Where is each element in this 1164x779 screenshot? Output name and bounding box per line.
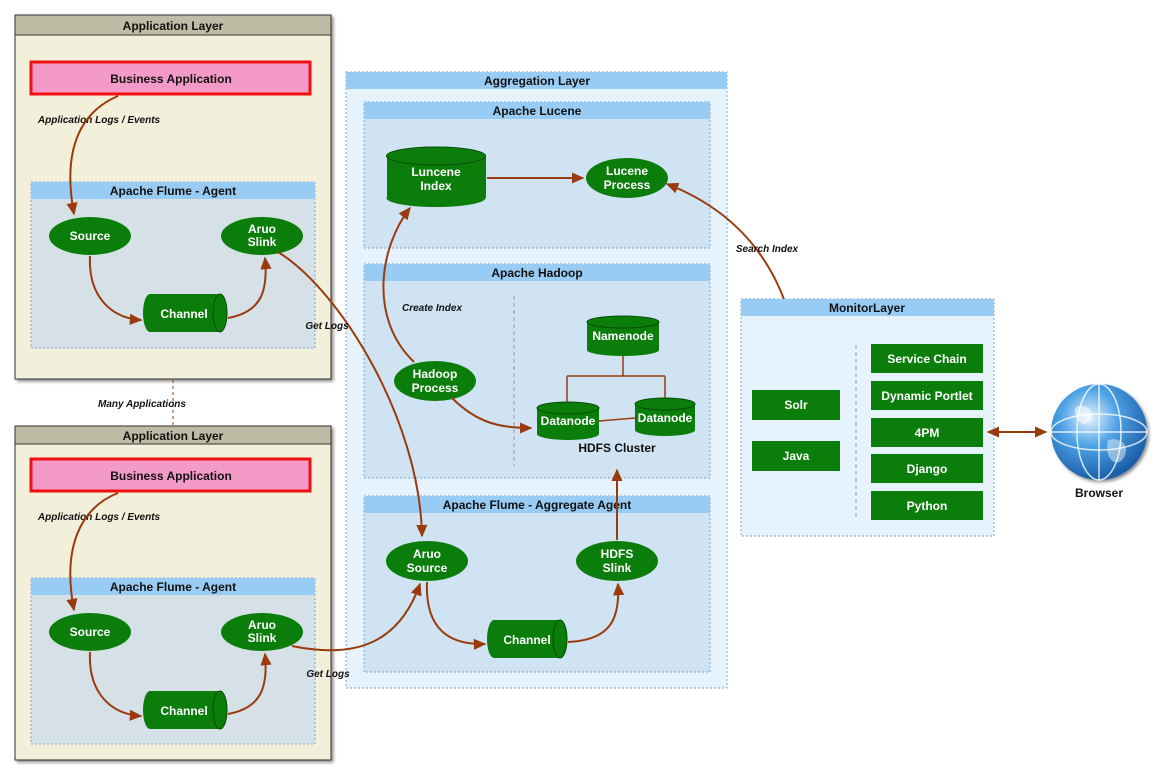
browser-globe-icon (1050, 383, 1148, 481)
stack-label-4pm: 4PM (915, 426, 940, 440)
sink-label-line1: Aruo (248, 222, 276, 236)
flume-agent-title: Apache Flume - Agent (110, 184, 236, 198)
aggregate-source-label-line1: Aruo (413, 547, 441, 561)
source-node (49, 613, 131, 651)
stack-box-django (871, 454, 983, 483)
flume-aggregate-header (364, 496, 710, 513)
flume-agent-title: Apache Flume - Agent (110, 580, 236, 594)
hdfs-sink-node (576, 541, 658, 581)
channel-node (143, 690, 228, 730)
datanode-right-label: Datanode (638, 411, 693, 425)
aggregate-source-label-line2: Source (407, 561, 448, 575)
stack-label-dynamic-portlet: Dynamic Portlet (881, 389, 972, 403)
lucene-process-label-line2: Process (604, 178, 651, 192)
create-index-label: Create Index (402, 303, 462, 314)
stack-label-python: Python (907, 499, 948, 513)
get-logs-bottom-label: Get Logs (306, 669, 350, 680)
hdfs-cluster-links (566, 356, 666, 422)
java-box (752, 441, 840, 471)
solr-label: Solr (784, 398, 808, 412)
aggregate-source-node (386, 541, 468, 581)
datanode-left-label: Datanode (541, 414, 596, 428)
arrow-business-to-source (66, 95, 119, 216)
monitor-layer: MonitorLayer Solr Java Service Chain Dyn… (740, 298, 995, 537)
stack-label-service-chain: Service Chain (887, 352, 966, 366)
sink-label-line2: Slink (248, 631, 277, 645)
arrow-get-logs-bottom (291, 582, 422, 652)
stack-box-dynamic-portlet (871, 381, 983, 410)
stack-box-4pm (871, 418, 983, 447)
app-layer-top-title: Application Layer (123, 19, 224, 33)
lucene-header (364, 102, 710, 119)
hdfs-sink-label-line1: HDFS (601, 547, 634, 561)
arrow-hadoop-to-datanode (451, 397, 533, 434)
stack-box-service-chain (871, 344, 983, 373)
app-layer-top: Application Layer Business Application A… (14, 14, 332, 380)
monitor-layer-title: MonitorLayer (829, 301, 905, 315)
channel-label: Channel (160, 307, 207, 321)
arrow-channel-to-sink (227, 256, 272, 319)
stack-box-python (871, 491, 983, 520)
flume-agent-header (31, 578, 315, 595)
arrow-source-to-channel (88, 651, 143, 721)
app-layer-bottom: Application Layer Business Application A… (14, 425, 332, 761)
business-application-box (29, 60, 312, 96)
flume-aggregate-title: Apache Flume - Aggregate Agent (443, 498, 631, 512)
hadoop-title: Apache Hadoop (491, 266, 582, 280)
arrow-get-logs-top (277, 251, 428, 538)
sink-node (221, 217, 303, 255)
java-label: Java (783, 449, 810, 463)
channel-node (143, 293, 228, 333)
hdfs-sink-label-line2: Slink (603, 561, 632, 575)
namenode-label: Namenode (592, 329, 654, 343)
source-label: Source (70, 625, 111, 639)
lucene-index-label-line1: Luncene (411, 165, 461, 179)
datanode-left-node (536, 401, 600, 440)
sink-label-line1: Aruo (248, 618, 276, 632)
source-node (49, 217, 131, 255)
lucene-process-node (586, 158, 668, 198)
sink-node (221, 613, 303, 651)
aggregation-layer: Aggregation Layer Apache Lucene Luncene … (345, 71, 728, 689)
logs-label: Application Logs / Events (37, 115, 161, 126)
hdfs-cluster-label: HDFS Cluster (578, 441, 656, 455)
aggregation-layer-title: Aggregation Layer (484, 74, 590, 88)
business-application-label: Business Application (110, 72, 232, 86)
lucene-index-label-line2: Index (420, 179, 452, 193)
channel-label: Channel (160, 704, 207, 718)
arrow-agg-source-to-channel (425, 581, 487, 650)
arrow-source-to-channel (88, 255, 143, 325)
source-label: Source (70, 229, 111, 243)
search-index-label: Search Index (736, 244, 799, 255)
app-layer-bottom-title: Application Layer (123, 429, 224, 443)
aggregate-channel-node (487, 619, 568, 659)
business-application-label: Business Application (110, 469, 232, 483)
business-application-box (29, 457, 312, 493)
hadoop-header (364, 264, 710, 281)
hadoop-process-node (394, 361, 476, 401)
aggregate-channel-label: Channel (503, 633, 550, 647)
arrow-business-to-source (66, 492, 119, 612)
datanode-right-node (634, 397, 696, 436)
get-logs-top-label: Get Logs (305, 321, 349, 332)
stack-label-django: Django (907, 462, 948, 476)
many-applications-label: Many Applications (98, 399, 186, 410)
hadoop-process-label-line1: Hadoop (413, 367, 458, 381)
solr-box (752, 390, 840, 420)
logs-label: Application Logs / Events (37, 512, 161, 523)
browser-label: Browser (1075, 486, 1123, 500)
arrow-agg-channel-to-sink (567, 582, 625, 643)
flume-agent-header (31, 182, 315, 199)
lucene-index-node (386, 146, 486, 207)
arrow-create-index (382, 206, 415, 363)
lucene-title: Apache Lucene (493, 104, 582, 118)
hadoop-process-label-line2: Process (412, 381, 459, 395)
sink-label-line2: Slink (248, 235, 277, 249)
lucene-process-label-line1: Lucene (606, 164, 648, 178)
namenode-node (586, 315, 660, 356)
arrow-channel-to-sink (227, 652, 272, 715)
